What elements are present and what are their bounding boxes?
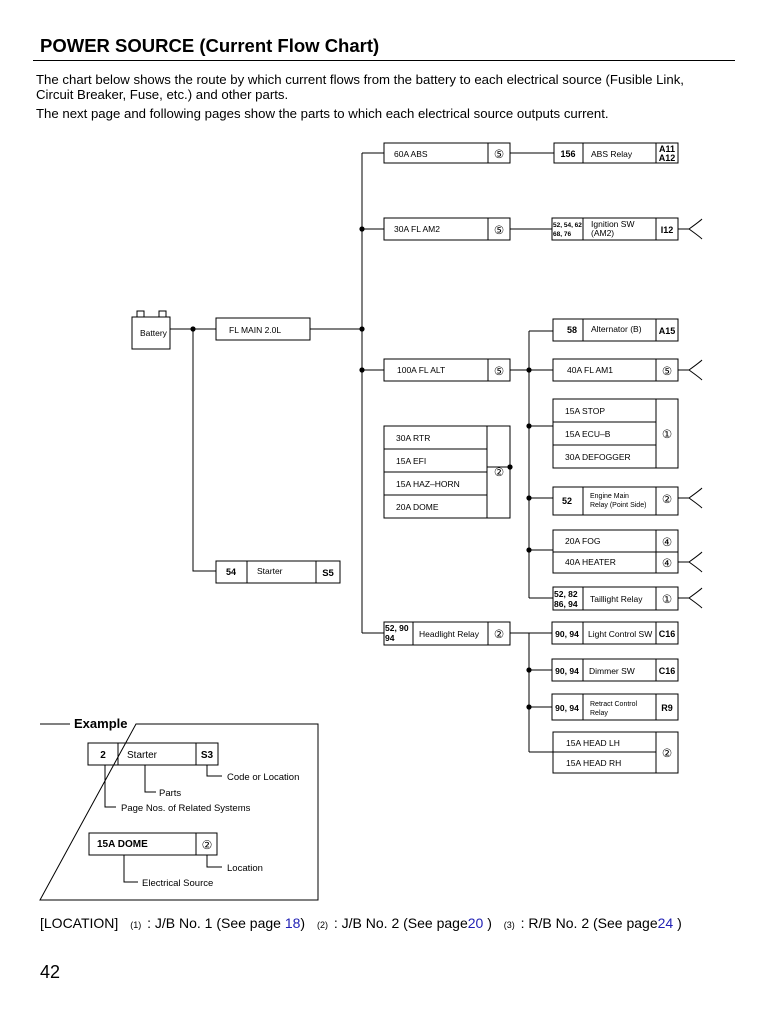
taillight-pages-1: 52, 82	[554, 589, 578, 599]
jb2-fuse-efi: 15A EFI	[396, 456, 426, 466]
location-3-close: )	[677, 915, 682, 931]
example-location-caption: Location	[227, 863, 263, 874]
ignition-label-2: (AM2)	[591, 228, 614, 238]
taillight-pages-2: 86, 94	[554, 599, 578, 609]
title-rule	[33, 60, 735, 61]
retract-relay-code: R9	[661, 703, 673, 713]
location-1-page-link[interactable]: 18	[284, 915, 301, 931]
location-3-page-link[interactable]: 24	[657, 915, 674, 931]
retract-relay-label-2: Relay	[590, 710, 608, 717]
example-part: Starter	[127, 750, 158, 761]
jb2-fuse-haz-horn: 15A HAZ–HORN	[396, 479, 460, 489]
engine-main-relay-location: ②	[662, 494, 672, 506]
abs-fuse-label: 60A ABS	[394, 149, 428, 159]
dimmer-code: C16	[659, 666, 676, 676]
retract-relay-label-1: Retract Control	[590, 701, 638, 708]
page-title: POWER SOURCE (Current Flow Chart)	[40, 35, 380, 56]
starter-label: Starter	[257, 566, 283, 576]
current-flow-diagram: Battery FL MAIN 2.0L 60A ABS ⑤ 156 ABS R…	[39, 142, 703, 901]
battery-label: Battery	[140, 328, 168, 338]
abs-relay-label: ABS Relay	[591, 149, 633, 159]
location-2-text: : J/B No. 2 (See page	[333, 915, 468, 931]
example-source-location: ②	[202, 838, 213, 852]
fl-main-label: FL MAIN 2.0L	[229, 325, 281, 335]
engine-main-relay-pages: 52	[562, 496, 572, 506]
jb2-fuse-rtr: 30A RTR	[396, 433, 430, 443]
abs-relay-code-2: A12	[659, 153, 676, 163]
head-fuses-location: ②	[662, 748, 672, 760]
jb1-fuse-stop: 15A STOP	[565, 406, 605, 416]
abs-relay-pages: 156	[560, 149, 575, 159]
light-control-code: C16	[659, 629, 676, 639]
am1-fuse-label: 40A FL AM1	[567, 365, 613, 375]
engine-main-relay-label-2: Relay (Point Side)	[590, 502, 646, 509]
headlight-relay-pages-1: 52, 90	[385, 623, 409, 633]
ignition-label-1: Ignition SW	[591, 219, 634, 229]
location-3-num: (3)	[503, 920, 515, 930]
location-2-close: )	[487, 915, 492, 931]
location-3-text: : R/B No. 2 (See page	[520, 915, 658, 931]
example-title: Example	[74, 716, 127, 731]
page-number: 42	[40, 962, 61, 982]
example-pages-caption: Page Nos. of Related Systems	[121, 803, 251, 814]
dimmer-label: Dimmer SW	[589, 666, 635, 676]
example-parts-caption: Parts	[159, 788, 181, 799]
heater-fuse-location: ④	[662, 558, 672, 570]
am1-fuse-location: ⑤	[662, 366, 672, 378]
heater-fuse-label: 40A HEATER	[565, 557, 616, 567]
dimmer-pages: 90, 94	[555, 666, 579, 676]
engine-main-relay-label-1: Engine Main	[590, 493, 629, 500]
am2-fuse-label: 30A FL AM2	[394, 224, 440, 234]
ignition-pages-2: 68, 76	[553, 231, 571, 238]
ignition-code: I12	[661, 225, 674, 235]
headlight-relay-pages-2: 94	[385, 633, 395, 643]
light-control-pages: 90, 94	[555, 629, 579, 639]
abs-relay-code-1: A11	[659, 144, 675, 154]
headlight-relay-label: Headlight Relay	[419, 629, 480, 639]
taillight-relay-label: Taillight Relay	[590, 594, 643, 604]
location-label: [LOCATION]	[40, 915, 119, 931]
example-code-caption: Code or Location	[227, 772, 299, 783]
jb2-fuse-dome: 20A DOME	[396, 502, 439, 512]
example-source-caption: Electrical Source	[142, 878, 213, 889]
am2-fuse-location: ⑤	[494, 225, 504, 237]
location-1-close: )	[300, 915, 306, 931]
fog-fuse-label: 20A FOG	[565, 536, 600, 546]
starter-code: S5	[322, 568, 334, 579]
example-code: S3	[201, 750, 214, 761]
light-control-label: Light Control SW	[588, 629, 652, 639]
location-2-page-link[interactable]: 20	[467, 915, 484, 931]
taillight-relay-location: ①	[662, 594, 672, 606]
location-legend: [LOCATION] (1) : J/B No. 1 (See page 18)…	[40, 915, 682, 931]
alternator-label: Alternator (B)	[591, 324, 642, 334]
jb1-location: ①	[662, 429, 672, 441]
headlight-relay-location: ②	[494, 629, 504, 641]
example-source: 15A DOME	[97, 839, 148, 850]
jb2-location: ②	[494, 467, 504, 479]
alt-fuse-location: ⑤	[494, 366, 504, 378]
jb1-fuse-ecu-b: 15A ECU–B	[565, 429, 611, 439]
jb1-fuse-defogger: 30A DEFOGGER	[565, 452, 631, 462]
intro-line-2: Circuit Breaker, Fuse, etc.) and other p…	[36, 87, 289, 102]
head-rh-fuse: 15A HEAD RH	[566, 758, 621, 768]
head-lh-fuse: 15A HEAD LH	[566, 738, 620, 748]
junction-dots	[190, 226, 532, 710]
ignition-pages-1: 52, 54, 62	[553, 222, 582, 229]
location-1-num: (1)	[130, 920, 142, 930]
alternator-code: A15	[659, 326, 676, 336]
intro-line-3: The next page and following pages show t…	[36, 106, 609, 121]
fog-fuse-location: ④	[662, 537, 672, 549]
example-pages: 2	[100, 750, 106, 761]
location-1-text: : J/B No. 1 (See page	[147, 915, 281, 931]
starter-pages: 54	[226, 567, 236, 577]
alt-fuse-label: 100A FL ALT	[397, 365, 445, 375]
retract-relay-pages: 90, 94	[555, 703, 579, 713]
intro-line-1: The chart below shows the route by which…	[36, 72, 684, 87]
abs-fuse-location: ⑤	[494, 149, 504, 161]
alternator-pages: 58	[567, 325, 577, 335]
location-2-num: (2)	[316, 920, 328, 930]
